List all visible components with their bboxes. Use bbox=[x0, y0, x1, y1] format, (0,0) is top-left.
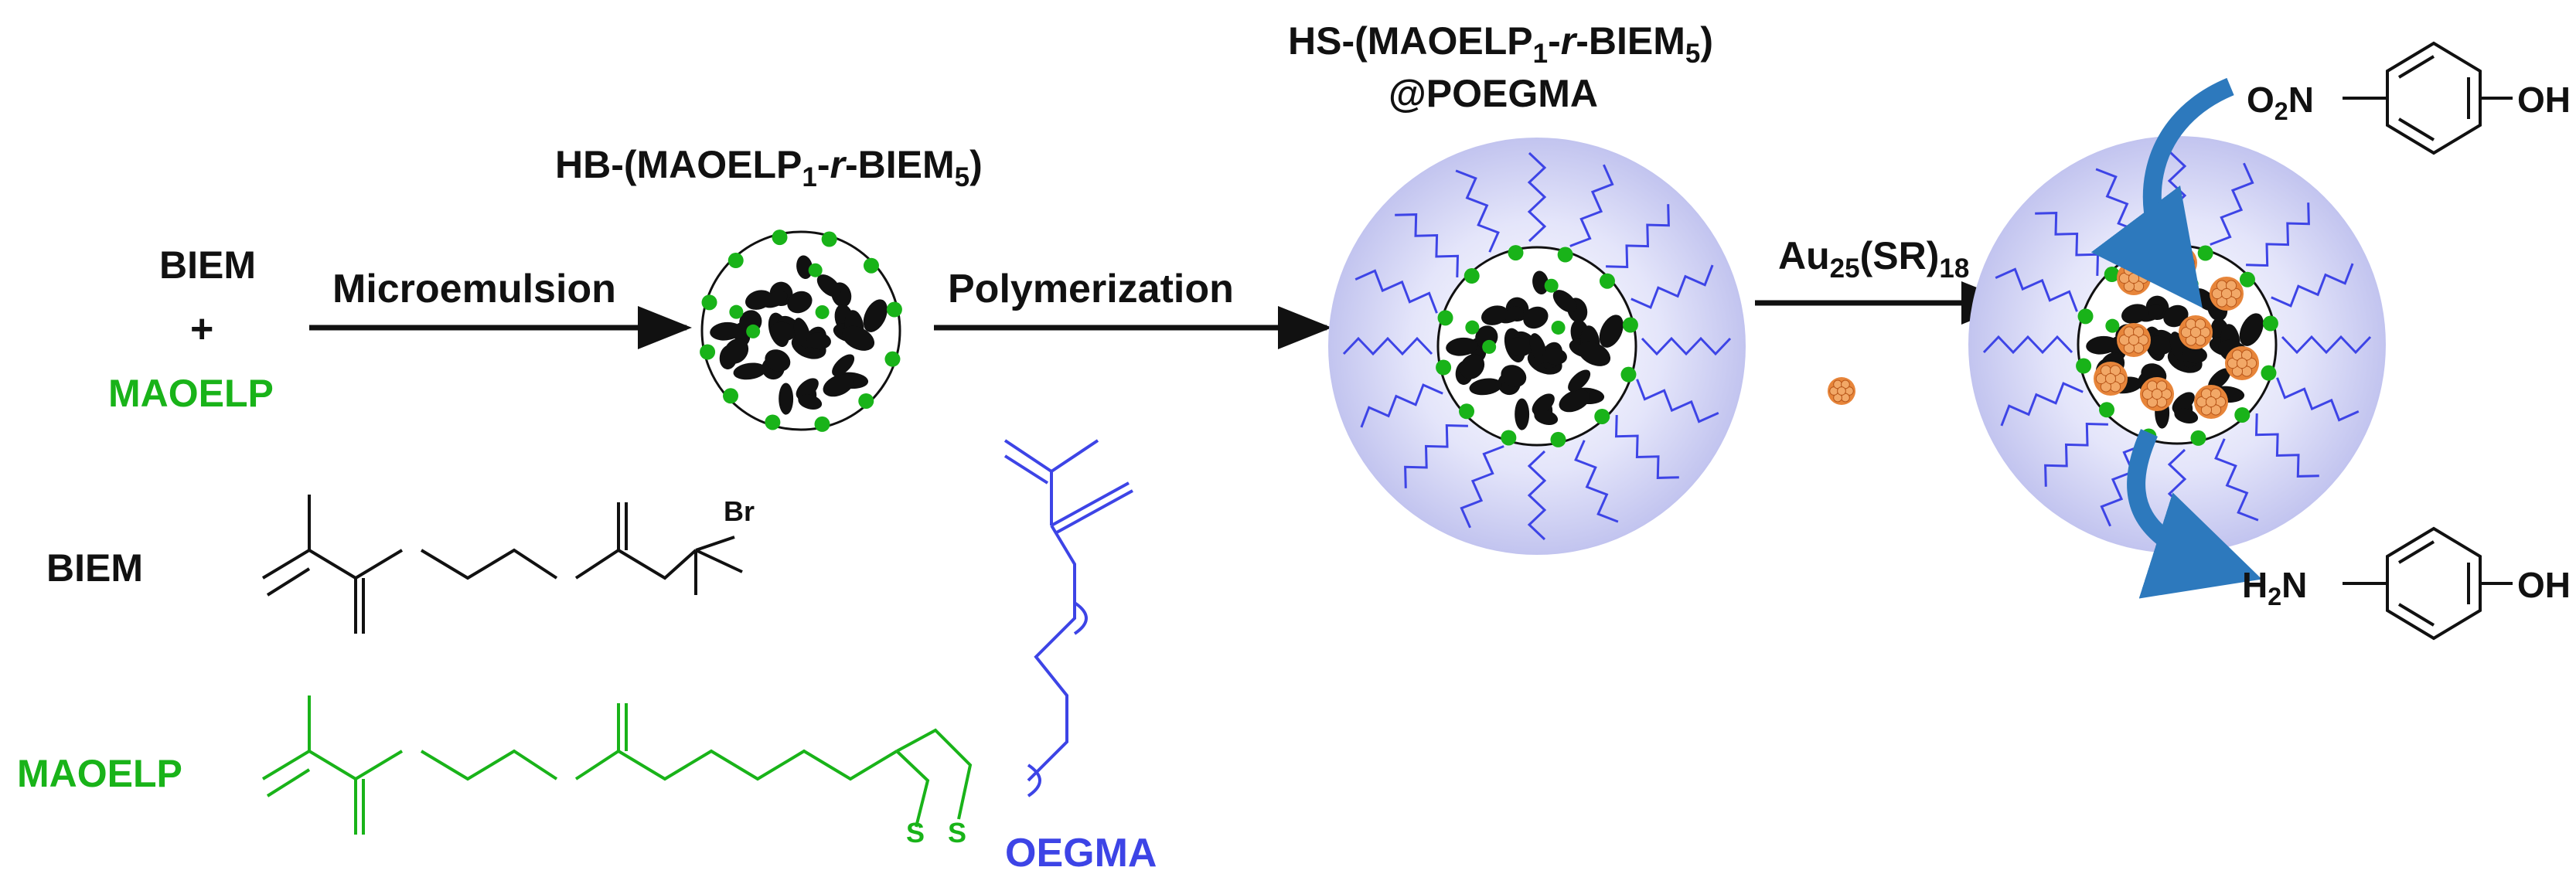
plus-sign: + bbox=[190, 307, 214, 352]
maoelp-structure bbox=[261, 695, 973, 835]
hb-core-particle bbox=[700, 230, 902, 432]
biem-structure-label: BIEM bbox=[46, 546, 143, 590]
biem-reactant-label: BIEM bbox=[159, 243, 256, 287]
aminophenol-ring bbox=[2343, 526, 2513, 641]
aminophenol-oh: OH bbox=[2517, 565, 2571, 605]
au-reagent-label: Au25(SR)18 bbox=[1778, 234, 1970, 284]
au-cluster-particle bbox=[1968, 136, 2386, 553]
nitrophenol-oh: OH bbox=[2517, 80, 2571, 120]
hs-product-label: HS-(MAOELP1-r-BIEM5) bbox=[1288, 19, 1714, 69]
au-cluster-icon bbox=[1828, 377, 1855, 405]
biem-structure bbox=[261, 495, 743, 634]
oegma-structure bbox=[1003, 439, 1133, 797]
microemulsion-label: Microemulsion bbox=[332, 267, 616, 311]
hb-product-label: HB-(MAOELP1-r-BIEM5) bbox=[555, 143, 983, 192]
maoelp-structure-label: MAOELP bbox=[17, 752, 182, 795]
sulfur-atom-1: S bbox=[906, 817, 925, 848]
curved-arrow-out bbox=[2127, 429, 2262, 599]
polymerization-label: Polymerization bbox=[948, 267, 1234, 311]
oegma-structure-label: OEGMA bbox=[1005, 831, 1157, 876]
curved-arrow-in bbox=[2090, 77, 2234, 308]
nitrophenol-ring bbox=[2343, 41, 2513, 155]
nitrophenol-label: O2N bbox=[2247, 80, 2314, 126]
bromine-atom: Br bbox=[724, 495, 755, 527]
sulfur-atom-2: S bbox=[948, 817, 967, 848]
aminophenol-label: H2N bbox=[2242, 565, 2308, 611]
maoelp-reactant-label: MAOELP bbox=[108, 372, 274, 415]
hs-poegma-particle bbox=[1328, 138, 1746, 555]
hs-product-label-line2: @POEGMA bbox=[1389, 72, 1598, 115]
